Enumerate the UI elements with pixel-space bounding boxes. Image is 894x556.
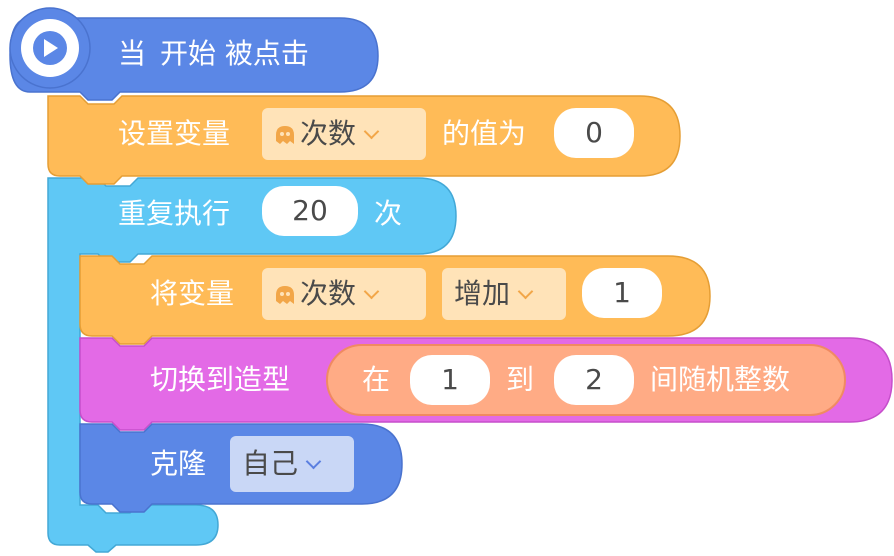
- change-variable-name: 次数: [300, 277, 357, 310]
- clone-target-dropdown[interactable]: 自己: [230, 436, 354, 492]
- change-variable-dropdown[interactable]: 次数: [262, 268, 426, 320]
- random-from-input[interactable]: 1: [410, 355, 490, 405]
- chevron-down-icon: [363, 123, 380, 140]
- repeat-suffix-label: 次: [374, 197, 403, 230]
- switch-costume-label: 切换到造型: [150, 363, 291, 396]
- change-variable-value-input[interactable]: 1: [582, 268, 662, 318]
- set-variable-dropdown[interactable]: 次数: [262, 108, 426, 160]
- set-variable-label: 设置变量: [118, 117, 231, 150]
- change-operation-value: 增加: [454, 277, 511, 310]
- set-variable-name: 次数: [300, 117, 357, 150]
- random-suffix-label: 间随机整数: [650, 363, 791, 396]
- chevron-down-icon: [305, 453, 322, 470]
- hat-when-label: 当: [118, 37, 147, 70]
- set-variable-value-input[interactable]: 0: [554, 108, 634, 158]
- chevron-down-icon: [363, 283, 380, 300]
- change-operation-dropdown[interactable]: 增加: [442, 268, 566, 320]
- change-variable-label: 将变量: [150, 277, 235, 310]
- chevron-down-icon: [517, 283, 534, 300]
- random-prefix-label: 在: [362, 363, 391, 396]
- ghost-icon: [276, 126, 294, 144]
- random-mid-label: 到: [506, 363, 535, 396]
- clone-target-value: 自己: [242, 447, 299, 480]
- random-to-input[interactable]: 2: [554, 355, 634, 405]
- play-icon: [9, 7, 91, 89]
- set-variable-mid-label: 的值为: [442, 117, 527, 150]
- repeat-label: 重复执行: [118, 197, 231, 230]
- hat-event-label: 开始 被点击: [160, 37, 309, 70]
- ghost-icon: [276, 286, 294, 304]
- clone-label: 克隆: [150, 447, 207, 480]
- repeat-count-input[interactable]: 20: [262, 186, 358, 236]
